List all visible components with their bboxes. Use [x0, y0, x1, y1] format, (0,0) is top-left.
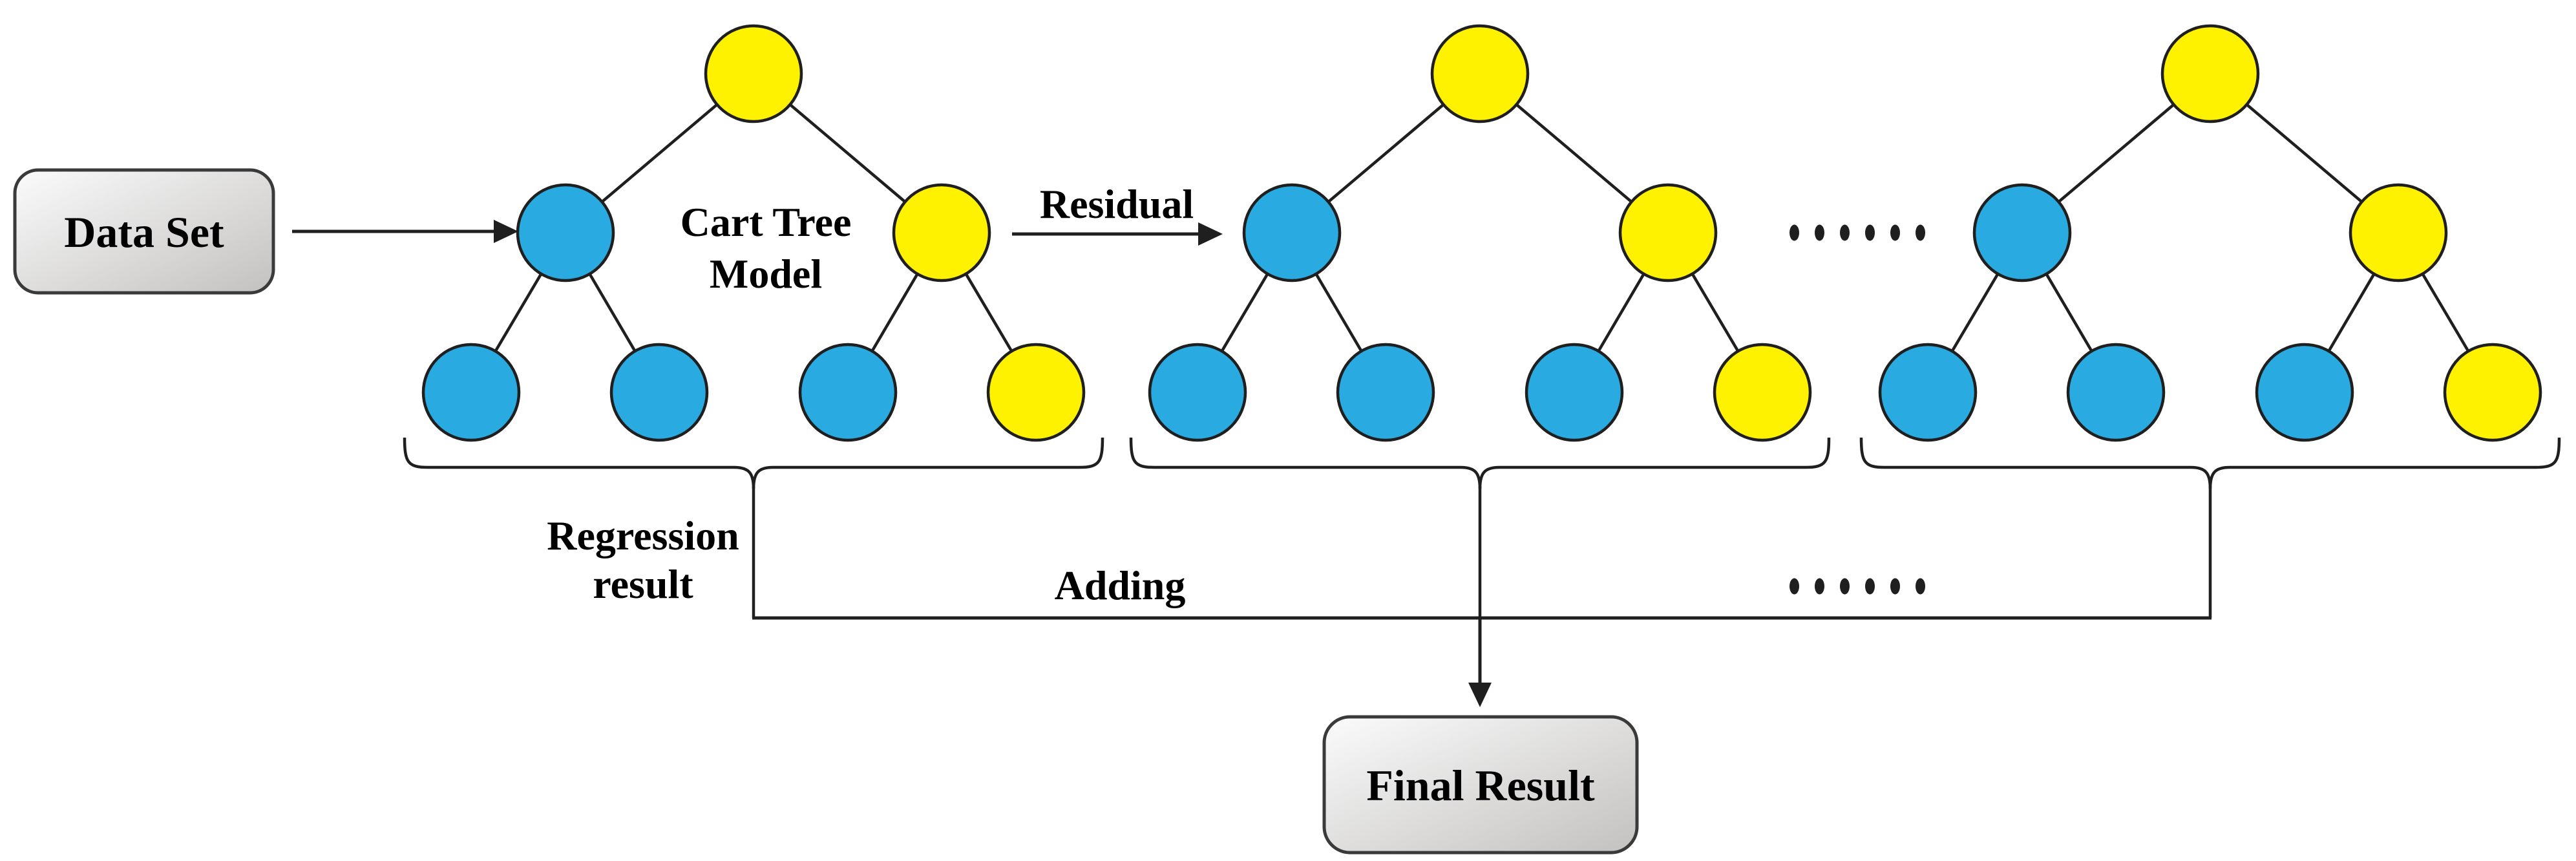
adding-line-dots-dot-2 — [1815, 578, 1824, 595]
dataset-to-tree-arrow — [292, 220, 518, 243]
cart-tree-3-left-node — [1972, 183, 2072, 282]
cart-tree-3-root-node — [2160, 24, 2260, 123]
tree-1-brace — [403, 437, 1104, 489]
dataset-arrowhead-icon — [494, 220, 518, 243]
cart-tree-2-left-node — [1242, 183, 1342, 282]
cart-tree-3-leaf-3-node — [2255, 343, 2354, 442]
data-set-label: Data Set — [64, 207, 224, 257]
adding-line-dots-dot-3 — [1840, 578, 1850, 595]
cart-tree-1-left-node — [516, 183, 615, 282]
final-result-box-shape — [1322, 715, 1639, 855]
adding-line-dots-dot-1 — [1789, 578, 1799, 595]
cart-tree-2-leaf-4-node — [1713, 343, 1812, 442]
adding-label: Adding — [1055, 562, 1186, 608]
regression-result-label-line1: Regression — [547, 513, 739, 558]
residual-arrowhead-icon — [1198, 222, 1223, 246]
cart-tree-3-leaf-2-node — [2066, 343, 2166, 442]
cart-trees — [421, 24, 2542, 442]
cart-tree-3 — [1878, 24, 2542, 442]
adding-line-dots-dot-5 — [1890, 578, 1900, 595]
cart-tree-2-leaf-1-node — [1148, 343, 1247, 442]
between-trees-dots-dot-4 — [1865, 224, 1875, 241]
cart-tree-model-label-line2: Model — [710, 251, 822, 297]
regression-braces — [403, 437, 2561, 618]
final-arrowhead-icon — [1468, 683, 1492, 707]
cart-tree-3-leaf-4-node — [2443, 343, 2542, 442]
cart-tree-1-leaf-1-node — [421, 343, 521, 442]
cart-tree-1-root-node — [704, 24, 803, 123]
cart-tree-2 — [1148, 24, 1812, 442]
final-result-box: Final Result — [1322, 715, 1639, 855]
adding-line-dots-dot-4 — [1865, 578, 1875, 595]
tree-3-brace — [1859, 437, 2561, 489]
cart-tree-3-right-node — [2349, 183, 2448, 282]
cart-tree-1-right-node — [892, 183, 991, 282]
cart-tree-1 — [421, 24, 1086, 442]
between-trees-dots-dot-2 — [1815, 224, 1824, 241]
between-trees-dots-dot-3 — [1840, 224, 1850, 241]
cart-tree-2-leaf-2-node — [1336, 343, 1435, 442]
residual-label: Residual — [1040, 181, 1194, 227]
data-set-box-shape — [13, 168, 275, 295]
cart-tree-2-root-node — [1430, 24, 1530, 123]
between-trees-dots-dot-1 — [1789, 224, 1799, 241]
ellipsis-dots — [1789, 224, 1925, 595]
between-trees-dots-dot-6 — [1916, 224, 1925, 241]
cart-tree-2-leaf-3-node — [1525, 343, 1624, 442]
regression-result-label-line2: result — [593, 561, 693, 607]
tree-2-brace — [1129, 437, 1831, 489]
adding-line-dots — [1789, 578, 1925, 595]
cart-tree-2-right-node — [1618, 183, 1718, 282]
cart-tree-3-leaf-1-node — [1878, 343, 1978, 442]
cart-tree-1-leaf-2-node — [609, 343, 709, 442]
cart-tree-1-leaf-3-node — [798, 343, 898, 442]
adding-line-dots-dot-6 — [1916, 578, 1925, 595]
between-trees-dots — [1789, 224, 1925, 241]
final-result-arrow — [1468, 618, 1492, 707]
data-set-box: Data Set — [13, 168, 275, 295]
between-trees-dots-dot-5 — [1890, 224, 1900, 241]
cart-tree-1-leaf-4-node — [986, 343, 1086, 442]
cart-tree-model-label-line1: Cart Tree — [681, 199, 852, 245]
residual-arrow — [1012, 222, 1223, 246]
final-result-label: Final Result — [1366, 761, 1595, 810]
